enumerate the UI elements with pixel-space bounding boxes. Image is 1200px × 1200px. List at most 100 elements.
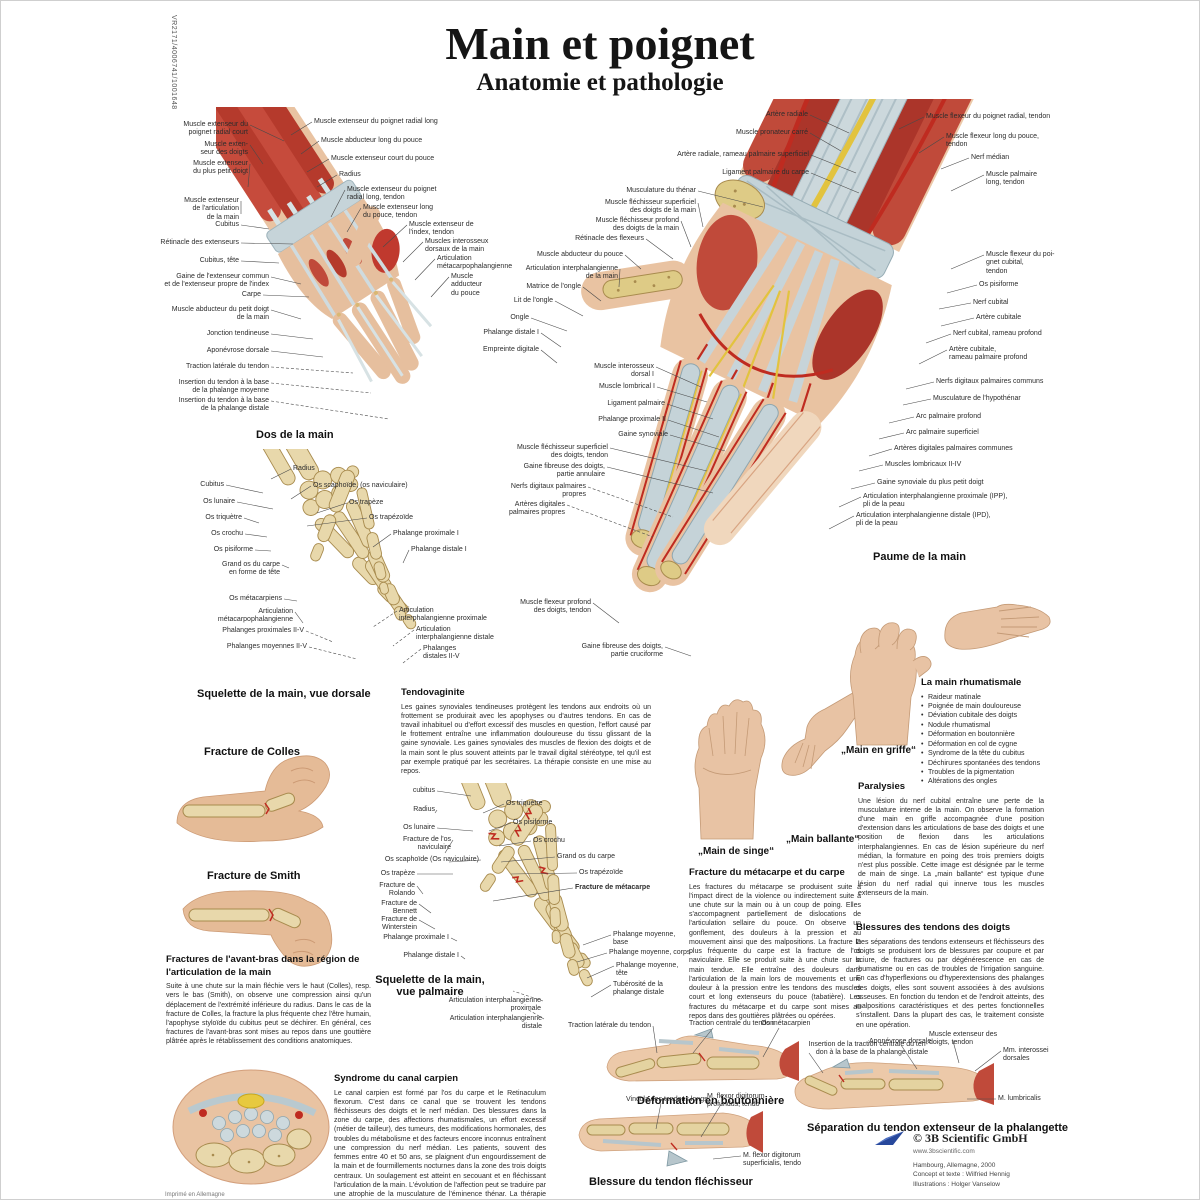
anatomy-label-sq_d: Articulation métacarpophalangienne xyxy=(217,608,293,624)
heading-fractures-avant-bras: Fractures de l'avant-bras dans la région… xyxy=(166,954,360,978)
anatomy-label-paume: Ligament palmaire xyxy=(607,400,665,407)
anatomy-label-paume: Ongle xyxy=(510,314,529,321)
anatomy-label-sq_p: cubitus xyxy=(412,787,435,794)
anatomy-label-dos: Muscle extenseur du poignet radial long,… xyxy=(347,186,437,202)
flexor-injury-illustration xyxy=(578,1111,763,1167)
caption-fracture-smith: Fracture de Smith xyxy=(207,870,301,882)
claw-hand-illustration xyxy=(850,622,932,746)
anatomy-label-paume: Articulation interphalangienne distale (… xyxy=(856,512,991,528)
rheumatic-symptom-item: Déchirures spontanées des tendons xyxy=(921,759,1053,769)
anatomy-label-sq_d: Grand os du carpe en forme de tête xyxy=(222,561,280,577)
anatomy-label-sq_p: Fracture de l'os naviculaire xyxy=(402,836,451,852)
anatomy-label-sq_p: Os lunaire xyxy=(403,824,435,831)
heading-rhumatismale: La main rhumatismale xyxy=(921,677,1022,688)
anatomy-label-sq_p: Fracture de Rolando xyxy=(379,882,415,898)
anatomy-label-dos: Rétinacle des extenseurs xyxy=(160,239,239,246)
anatomy-label-paume: Matrice de l'ongle xyxy=(526,283,581,290)
anatomy-label-paume: Muscle flexeur du poignet radial, tendon xyxy=(926,113,1051,120)
rheumatic-symptom-item: Poignée de main douloureuse xyxy=(921,702,1053,712)
body-canal-carpien: Le canal carpien est formé par l'os du c… xyxy=(334,1089,546,1199)
anatomy-label-sq_p: Phalange proximale I xyxy=(383,934,449,941)
rheumatic-symptom-item: Troubles de la pigmentation xyxy=(921,768,1053,778)
anatomy-label-paume: Empreinte digitale xyxy=(482,346,539,353)
anatomy-label-dos: Traction latérale du tendon xyxy=(185,363,269,370)
anatomy-label-paume: Muscle flexeur profond des doigts, tendo… xyxy=(520,599,591,615)
anatomy-label-paume: Nerfs digitaux palmaires propres xyxy=(510,483,586,499)
anatomy-label-paume: Phalange proximale II xyxy=(598,416,666,423)
anatomy-label-paume: Gaine synoviale xyxy=(618,431,668,438)
anatomy-label-sq_p: Os trapézoïde xyxy=(579,869,623,876)
anatomy-label-sq_d: Os crochu xyxy=(211,530,243,537)
anatomy-label-sq_p: Os pisiforme xyxy=(513,819,553,826)
page-subtitle: Anatomie et pathologie xyxy=(476,69,724,96)
anatomy-label-paume: Gaine fibreuse des doigts, partie annula… xyxy=(523,463,605,479)
anatomy-label-paume: Arc palmaire superficiel xyxy=(906,429,979,436)
rheumatic-symptom-item: Déformation en col de cygne xyxy=(921,740,1053,750)
anatomy-label-sq_d: Phalange distale I xyxy=(411,546,467,553)
anatomy-label-paume: Articulation interphalangienne proximale… xyxy=(863,493,1008,509)
anatomy-label-sq_p: Os triquètre xyxy=(506,800,543,807)
anatomy-label-bout: Traction centrale du tendon xyxy=(689,1020,774,1027)
anatomy-label-dos: Muscle extenseur de l'index, tendon xyxy=(409,221,474,237)
anatomy-label-sq_d: Os triquètre xyxy=(205,514,242,521)
anatomy-label-sq_d: Os scaphoïde, (os naviculaire) xyxy=(313,482,408,489)
anatomy-label-sq_d: Phalanges moyennes II-V xyxy=(226,643,307,650)
anatomy-label-dos: Muscle extenseur du poignet radial long xyxy=(314,118,438,125)
anatomy-label-paume: Musculature de l'hypothénar xyxy=(933,395,1021,402)
imprint-line: Concept et texte : Wilfried Hennig xyxy=(913,1171,1010,1179)
caption-main-ballante: „Main ballante“ xyxy=(786,834,860,845)
caption-boutonniere: Déformation en boutonnière xyxy=(637,1095,785,1107)
anatomy-label-dos: Cubitus xyxy=(215,221,239,228)
boutonniere-illustration xyxy=(606,1029,799,1082)
anatomy-label-paume: Artères digitales palmaires propres xyxy=(508,501,565,517)
anatomy-label-paume: Muscle palmaire long, tendon xyxy=(986,171,1037,187)
body-paralysies: Une lésion du nerf cubital entraîne une … xyxy=(858,797,1044,897)
anatomy-label-sq_p: Os trapèze xyxy=(380,870,415,877)
anatomy-label-sq_d: Phalanges distales II-V xyxy=(423,645,460,661)
caption-dos-de-la-main: Dos de la main xyxy=(256,429,334,441)
text-canal-carpien: Syndrome du canal carpien Le canal carpi… xyxy=(334,1073,546,1199)
anatomy-label-paume: Phalange distale I xyxy=(483,329,539,336)
anatomy-label-paume: Musculature du thénar xyxy=(626,187,696,194)
drop-hand-illustration xyxy=(781,686,866,776)
anatomy-label-paume: Nerf médian xyxy=(971,154,1010,161)
anatomy-label-dos: Muscle abducteur du petit doigt de la ma… xyxy=(171,306,269,322)
heading-blessures-tendons: Blessures des tendons des doigts xyxy=(856,922,1011,933)
anatomy-label-dos: Muscle extenseur du poignet radial court xyxy=(183,121,248,137)
anatomy-label-paume: Artère cubitale xyxy=(976,314,1022,321)
body-blessures-tendons: Des séparations des tendons extenseurs e… xyxy=(856,938,1044,1029)
rheumatic-hand-illustration xyxy=(944,603,1051,650)
anatomy-label-paume: Muscle pronateur carré xyxy=(736,129,808,136)
anatomy-label-flech: M. flexor digitorum profundus, tendo xyxy=(707,1093,765,1109)
anatomy-label-dos: Muscle extenseur de l'articulation de la… xyxy=(184,197,239,221)
anatomy-label-sq_p: Radius xyxy=(413,806,435,813)
anatomy-label-paume: Articulation interphalangienne de la mai… xyxy=(525,265,618,281)
anatomy-label-separ: Insertion de la traction centrale du ten… xyxy=(808,1041,928,1057)
text-fractures-avant-bras: Fractures de l'avant-bras dans la région… xyxy=(166,954,371,1047)
anatomy-label-paume: Gaine synoviale du plus petit doigt xyxy=(877,479,984,486)
anatomy-label-paume: Nerf cubital xyxy=(973,299,1009,306)
title-block: Main et poignet Anatomie et pathologie xyxy=(1,21,1199,97)
anatomy-label-paume: Artère radiale, rameau palmaire superfic… xyxy=(677,151,809,158)
anatomy-label-dos: Muscles interosseux dorsaux de la main xyxy=(425,238,489,254)
anatomy-label-paume: Artères digitales palmaires communes xyxy=(894,445,1013,452)
anatomy-label-paume: Muscle interosseux dorsal I xyxy=(594,363,654,379)
rheumatic-symptoms-list: Raideur matinalePoignée de main douloure… xyxy=(921,693,1053,788)
anatomy-label-sq_d: Articulation interphalangienne distale xyxy=(416,626,494,642)
anatomy-label-paume: Nerfs digitaux palmaires communs xyxy=(936,378,1044,385)
heading-fracture-metacarpe: Fracture du métacarpe et du carpe xyxy=(689,867,845,878)
printed-note: Imprimé en Allemagne xyxy=(165,1192,225,1198)
anatomy-label-paume: Ligament palmaire du carpe xyxy=(722,169,809,176)
palm-dissection-illustration xyxy=(581,99,981,593)
product-code: VR2171/4006741/1001648 xyxy=(170,15,177,110)
anatomy-label-dos: Cubitus, tête xyxy=(199,257,239,264)
caption-main-en-griffe: „Main en griffe“ xyxy=(841,745,917,756)
anatomy-label-separ: Muscle extenseur des doigts, tendon xyxy=(929,1031,998,1047)
anatomy-label-sq_p: Phalange moyenne, tête xyxy=(616,962,679,978)
anatomy-label-dos: Radius xyxy=(339,171,361,178)
anatomy-label-dos: Muscle extenseur long du pouce, tendon xyxy=(363,204,434,220)
anatomy-label-sq_p: Phalange distale I xyxy=(403,952,459,959)
anatomy-label-paume: Artère radiale xyxy=(765,111,808,118)
anatomy-label-paume: Muscles lombricaux II-IV xyxy=(885,461,962,468)
rheumatic-symptom-item: Nodule rhumatismal xyxy=(921,721,1053,731)
